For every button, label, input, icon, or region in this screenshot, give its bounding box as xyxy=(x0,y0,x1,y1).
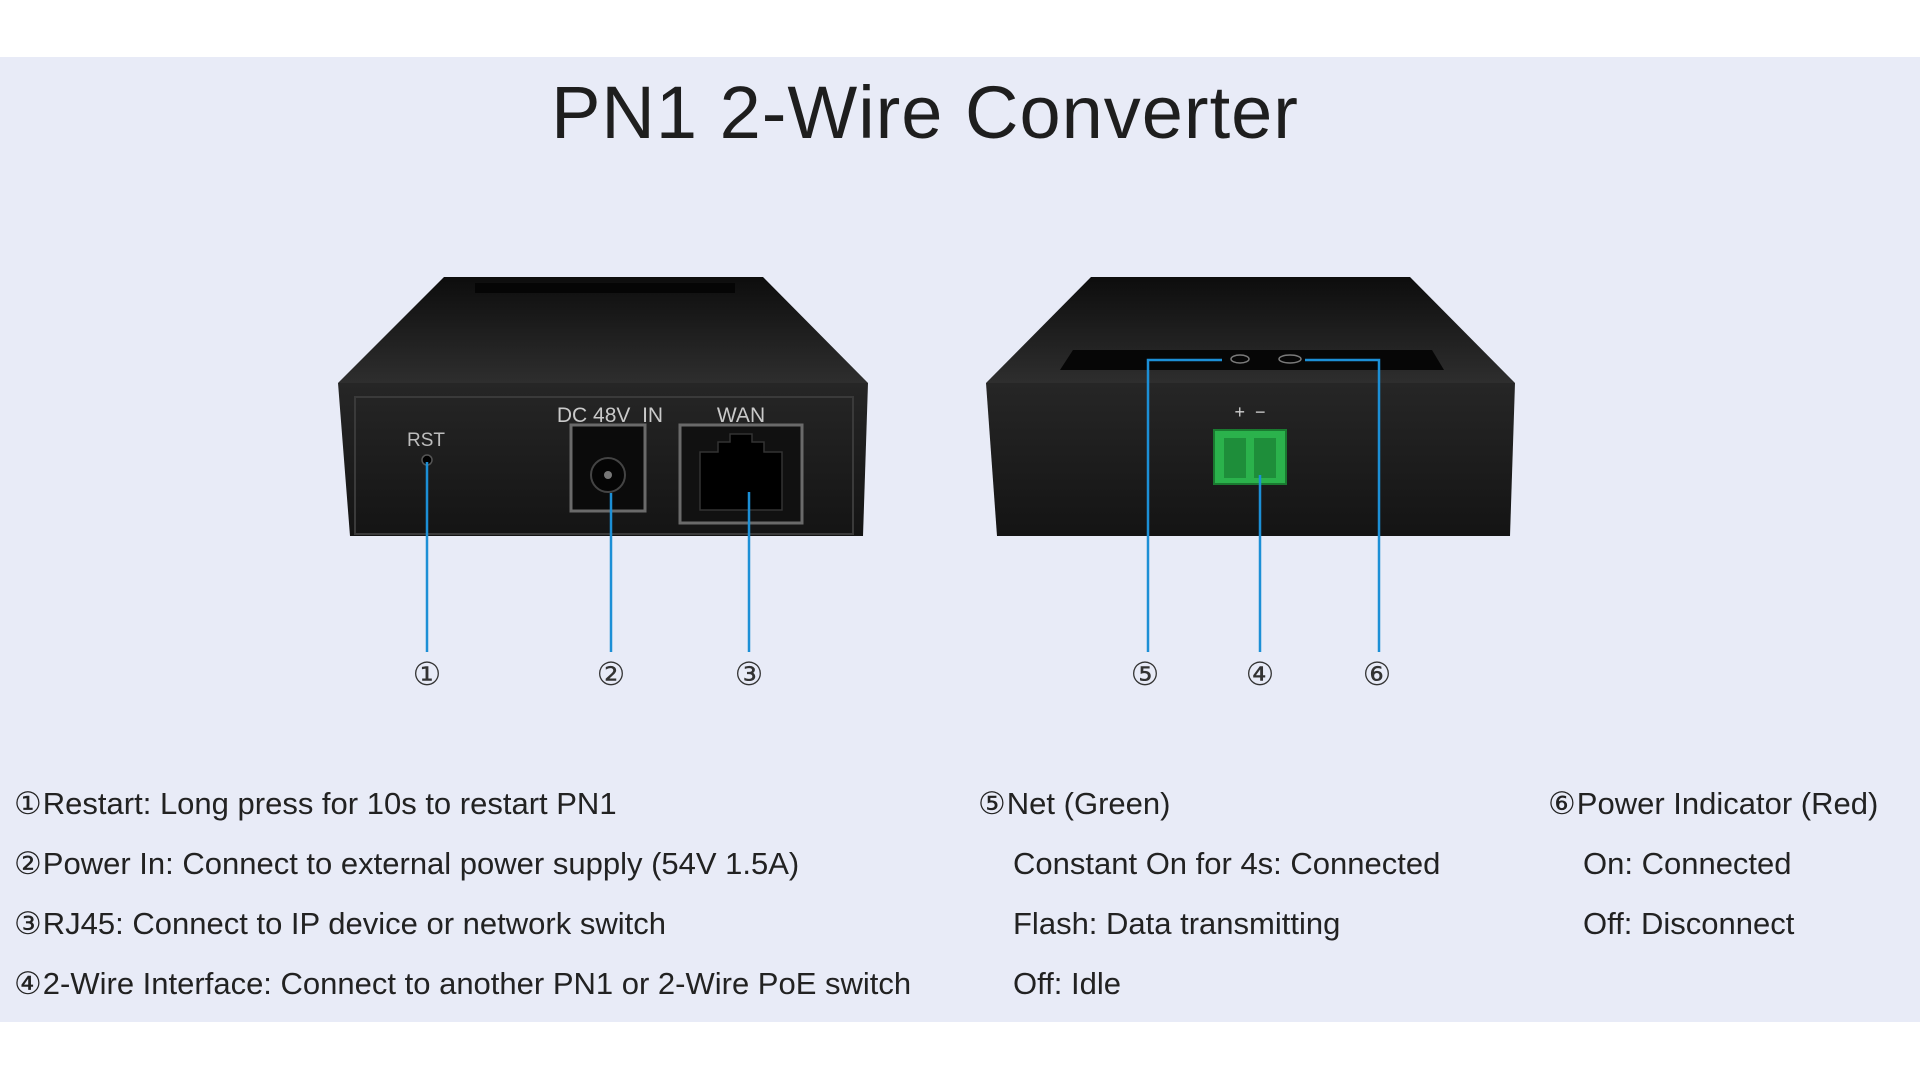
desc-power-heading: ⑥Power Indicator (Red) xyxy=(1548,786,1879,821)
callout-4: ④ xyxy=(1246,655,1275,693)
desc-net-line: Constant On for 4s: Connected xyxy=(1013,846,1441,881)
callout-3: ③ xyxy=(735,655,764,693)
callout-lines xyxy=(425,358,1381,652)
desc-net-line: Flash: Data transmitting xyxy=(1013,906,1341,941)
callout-6: ⑥ xyxy=(1363,655,1392,693)
dc-jack-pin xyxy=(604,471,612,479)
top-slot xyxy=(475,283,735,293)
page-title: PN1 2-Wire Converter xyxy=(551,71,1299,154)
device-front-view xyxy=(986,277,1515,536)
front-bezel xyxy=(354,396,854,535)
desc-net-heading: ⑤Net (Green) xyxy=(978,786,1171,821)
desc-power-in: ②Power In: Connect to external power sup… xyxy=(14,846,800,881)
power-led-icon xyxy=(1278,354,1302,364)
desc-net-line: Off: Idle xyxy=(1013,966,1121,1001)
callout-1: ① xyxy=(413,655,442,693)
callout-line-6 xyxy=(1305,358,1381,652)
callout-line-5 xyxy=(1146,358,1222,652)
desc-two-wire: ④2-Wire Interface: Connect to another PN… xyxy=(14,966,912,1001)
rj45-socket xyxy=(699,433,783,511)
callout-2: ② xyxy=(597,655,626,693)
callout-5: ⑤ xyxy=(1131,655,1160,693)
terminal-slot-minus xyxy=(1254,438,1276,478)
dc-in-label: DC 48V IN xyxy=(557,404,663,427)
device-top xyxy=(338,277,868,383)
polarity-label: + − xyxy=(1234,402,1265,422)
desc-power-line: On: Connected xyxy=(1583,846,1792,881)
desc-restart: ①Restart: Long press for 10s to restart … xyxy=(14,786,617,821)
device-rear-view xyxy=(338,277,868,536)
diagram-panel xyxy=(0,57,1920,1022)
net-led-icon xyxy=(1230,354,1250,364)
terminal-slot-plus xyxy=(1224,438,1246,478)
rst-label: RST xyxy=(407,430,445,451)
desc-power-line: Off: Disconnect xyxy=(1583,906,1795,941)
desc-rj45: ③RJ45: Connect to IP device or network s… xyxy=(14,906,666,941)
wan-label: WAN xyxy=(717,404,765,427)
indicator-strip xyxy=(1060,350,1444,370)
